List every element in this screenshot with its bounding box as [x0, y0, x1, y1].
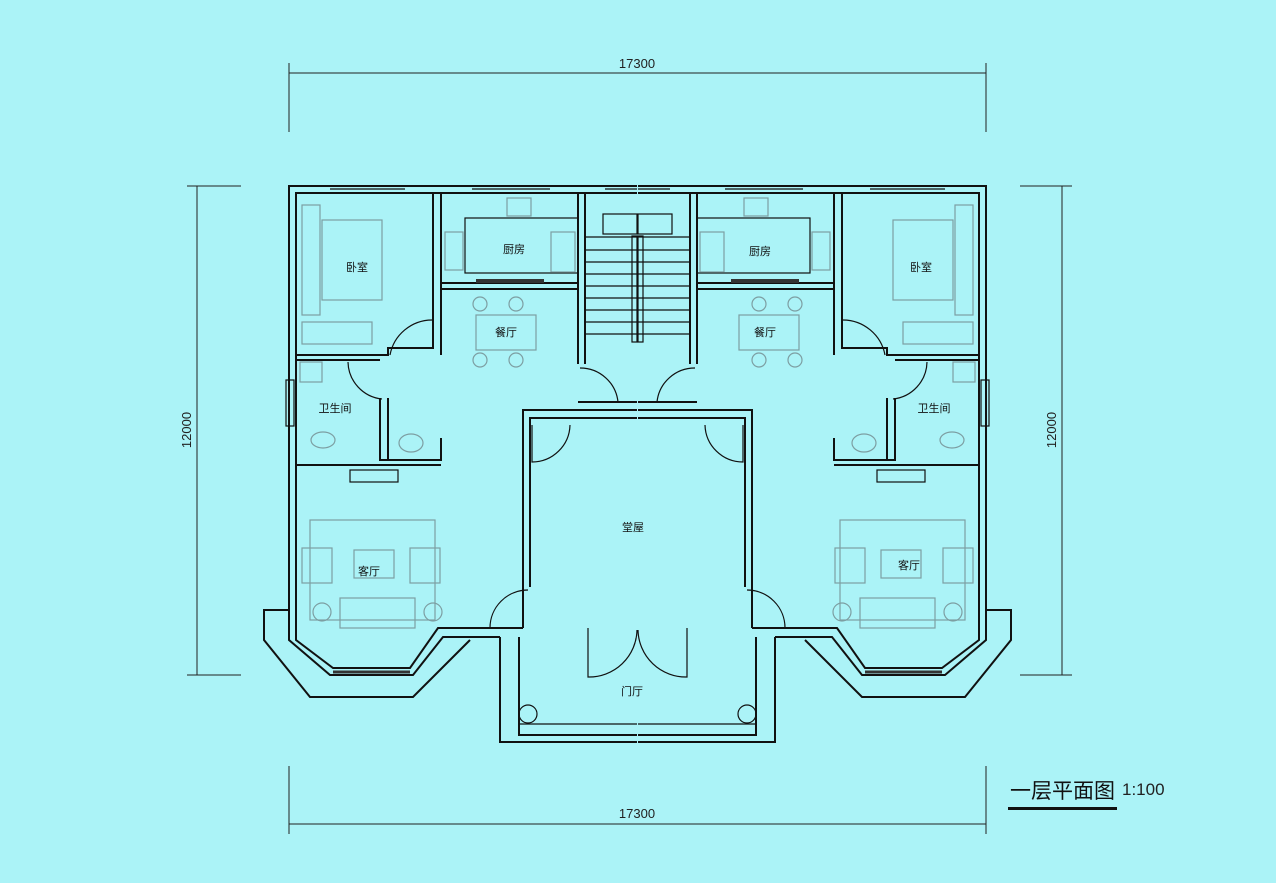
drawing-scale: 1:100	[1122, 780, 1165, 799]
staircase	[585, 213, 638, 343]
room-label-kitchen-left: 厨房	[503, 243, 525, 256]
room-label-living-right: 客厅	[898, 558, 920, 572]
room-label-kitchen-right: 厨房	[749, 245, 771, 258]
left-furniture	[299, 197, 576, 629]
room-label-dining-left: 餐厅	[495, 325, 517, 339]
room-label-entrance-hall: 门厅	[621, 684, 643, 698]
room-label-living-left: 客厅	[358, 564, 380, 578]
room-label-bathroom-right: 卫生间	[918, 401, 951, 415]
dimension-bottom: 17300	[619, 806, 655, 821]
room-label-bedroom-right: 卧室	[910, 260, 932, 274]
dimension-lines	[187, 63, 1072, 834]
dimension-left: 12000	[179, 412, 194, 448]
room-label-bathroom-left: 卫生间	[319, 401, 352, 415]
left-wing-walls	[263, 185, 638, 743]
room-label-bedroom-left: 卧室	[346, 260, 368, 274]
room-label-dining-right: 餐厅	[754, 325, 776, 339]
dimension-top: 17300	[619, 56, 655, 71]
dimension-right: 12000	[1044, 412, 1059, 448]
right-wing-walls	[636, 184, 1013, 744]
room-label-main-hall: 堂屋	[622, 521, 644, 534]
drawing-title: 一层平面图	[1008, 775, 1117, 810]
